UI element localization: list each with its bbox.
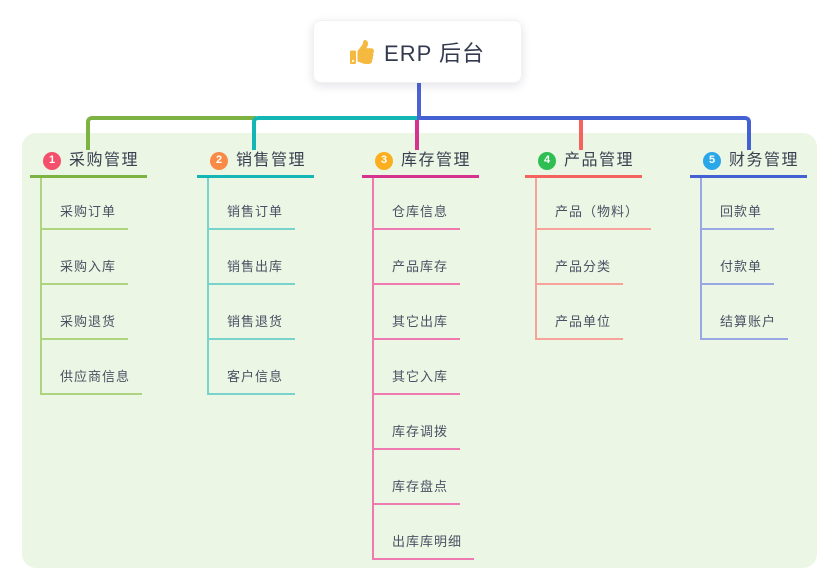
child-node[interactable]: 付款单 [702,230,775,285]
child-node[interactable]: 产品库存 [374,230,461,285]
child-node[interactable]: 销售订单 [209,178,296,230]
child-node[interactable]: 其它出库 [374,285,461,340]
branch-node[interactable]: 2 销售管理 [197,151,315,178]
child-node[interactable]: 回款单 [702,178,775,230]
branches-panel [22,133,817,568]
child-node[interactable]: 采购入库 [42,230,129,285]
child-node[interactable]: 库存盘点 [374,450,461,505]
branch-5: 5 财务管理回款单付款单结算账户 [690,150,808,340]
branch-number-badge: 4 [538,151,556,170]
child-node[interactable]: 产品（物料） [537,178,652,230]
branch-children: 产品（物料）产品分类产品单位 [535,178,652,340]
branch-number-badge: 5 [703,151,721,170]
branch-children: 采购订单采购入库采购退货供应商信息 [40,178,143,395]
branch-node[interactable]: 4 产品管理 [525,151,643,178]
branch-children: 销售订单销售出库销售退货客户信息 [207,178,296,395]
branch-title: 产品管理 [564,152,635,169]
thumbs-up-icon [350,39,375,64]
child-node[interactable]: 销售退货 [209,285,296,340]
child-node[interactable]: 出库库明细 [374,505,475,560]
branch-node[interactable]: 5 财务管理 [690,151,808,178]
child-node[interactable]: 其它入库 [374,340,461,395]
child-node[interactable]: 销售出库 [209,230,296,285]
branch-3: 3 库存管理仓库信息产品库存其它出库其它入库库存调拨库存盘点出库库明细 [362,150,480,560]
child-node[interactable]: 客户信息 [209,340,296,395]
branch-title: 财务管理 [729,152,800,169]
branch-title: 库存管理 [401,152,472,169]
connector-branch-1 [86,116,256,150]
branch-2: 2 销售管理销售订单销售出库销售退货客户信息 [197,150,315,395]
connector-branch-3 [415,120,419,150]
branch-number-badge: 3 [375,151,393,170]
connector-branch-2 [252,116,421,150]
branch-number-badge: 1 [43,151,61,170]
branch-4: 4 产品管理产品（物料）产品分类产品单位 [525,150,652,340]
root-connector [417,82,421,120]
branch-node[interactable]: 3 库存管理 [362,151,480,178]
connector-branch-5 [417,116,751,150]
branch-1: 1 采购管理采购订单采购入库采购退货供应商信息 [30,150,148,395]
root-node[interactable]: ERP 后台 [313,20,522,83]
connector-branch-4 [579,120,583,150]
child-node[interactable]: 供应商信息 [42,340,143,395]
child-node[interactable]: 库存调拨 [374,395,461,450]
branch-number-badge: 2 [210,151,228,170]
branch-title: 采购管理 [69,152,140,169]
child-node[interactable]: 结算账户 [702,285,789,340]
child-node[interactable]: 采购订单 [42,178,129,230]
branch-node[interactable]: 1 采购管理 [30,151,148,178]
child-node[interactable]: 采购退货 [42,285,129,340]
child-node[interactable]: 产品分类 [537,230,624,285]
branch-title: 销售管理 [236,152,307,169]
child-node[interactable]: 产品单位 [537,285,624,340]
root-label: ERP 后台 [384,40,485,66]
child-node[interactable]: 仓库信息 [374,178,461,230]
branch-children: 仓库信息产品库存其它出库其它入库库存调拨库存盘点出库库明细 [372,178,475,560]
branch-children: 回款单付款单结算账户 [700,178,789,340]
